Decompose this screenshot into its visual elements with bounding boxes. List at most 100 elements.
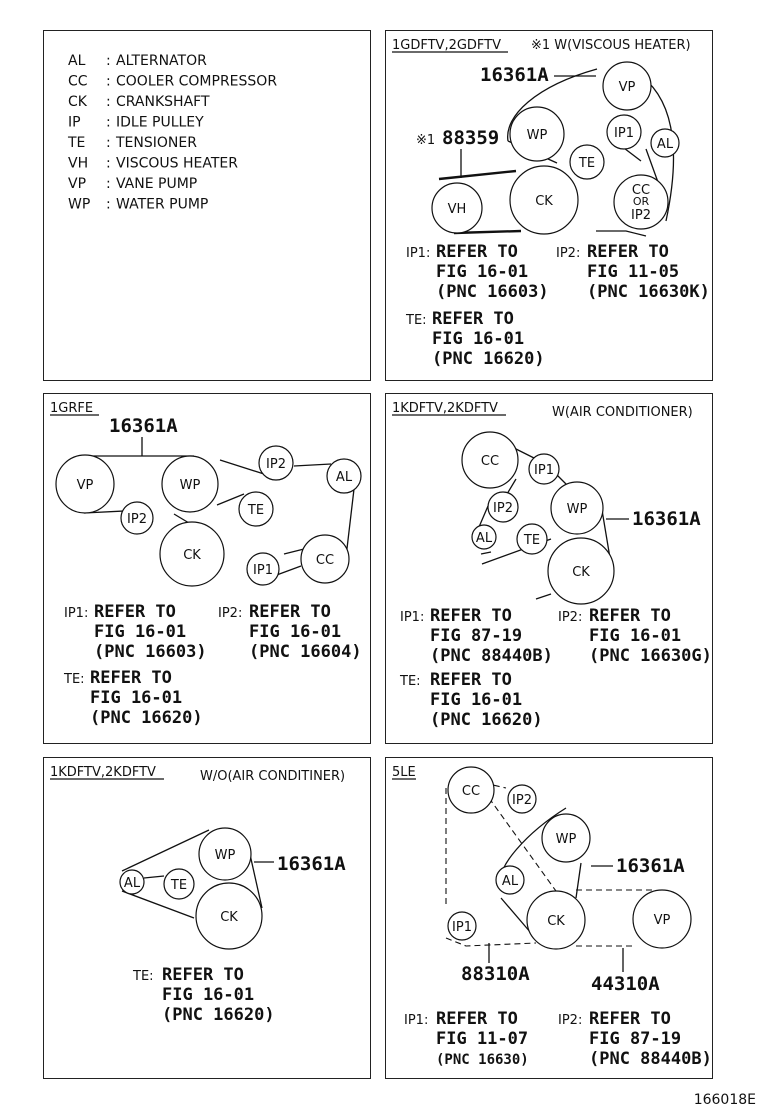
svg-text:IP1: IP1 (534, 463, 554, 478)
svg-text:IP2:: IP2: (558, 610, 582, 625)
legend-name: WATER PUMP (116, 197, 208, 213)
svg-text:(PNC 16630K): (PNC 16630K) (587, 282, 710, 302)
svg-text:CC: CC (316, 553, 334, 568)
svg-text:FIG 11-05: FIG 11-05 (587, 262, 679, 282)
legend-name: COOLER COMPRESSOR (116, 74, 277, 90)
ref-ip2: IP2: REFER TO FIG 16-01 (PNC 16630G) (558, 606, 712, 666)
svg-text:(PNC 16603): (PNC 16603) (94, 642, 207, 662)
svg-text:VP: VP (654, 913, 671, 928)
engine-header: 1GRFE (50, 401, 93, 416)
svg-text:FIG 16-01: FIG 16-01 (162, 985, 254, 1005)
legend-panel: AL : ALTERNATOR CC : COOLER COMPRESSOR C… (43, 30, 371, 381)
svg-text:AL: AL (502, 874, 519, 889)
pulley-vp: VP (602, 61, 652, 111)
svg-text:IP2:: IP2: (558, 1013, 582, 1028)
svg-text:REFER TO: REFER TO (430, 606, 512, 626)
pulley-al: AL (650, 128, 680, 158)
legend-name: VISCOUS HEATER (116, 156, 238, 172)
pulley-te: TE (516, 523, 548, 555)
ref-ip1: IP1: REFER TO FIG 87-19 (PNC 88440B) (400, 606, 553, 666)
svg-text::: : (106, 115, 111, 131)
engine-header: 1KDFTV,2KDFTV (50, 765, 156, 780)
svg-text:CC: CC (462, 784, 480, 799)
svg-text:REFER TO: REFER TO (94, 602, 176, 622)
svg-text:REFER TO: REFER TO (432, 309, 514, 329)
part-number: 88310A (461, 963, 530, 985)
svg-text:REFER TO: REFER TO (589, 606, 671, 626)
legend-name: CRANKSHAFT (116, 94, 210, 110)
ref-te: TE: REFER TO FIG 16-01 (PNC 16620) (132, 965, 275, 1025)
pulley-ck: CK (526, 890, 586, 950)
pulley-te: TE (569, 144, 605, 180)
panel-1kdftv-no-ac: 1KDFTV,2KDFTV W/O(AIR CONDITINER) WP AL … (43, 757, 371, 1079)
belt-44310a (576, 889, 656, 947)
figure-id: 166018E (693, 1092, 756, 1108)
legend-code: IP (68, 115, 81, 131)
pulley-al: AL (471, 524, 497, 550)
svg-text::: : (106, 74, 111, 90)
svg-text:IP1:: IP1: (406, 246, 430, 261)
svg-text:CK: CK (535, 194, 553, 209)
svg-text:TE: TE (523, 533, 540, 548)
svg-text:REFER TO: REFER TO (436, 1009, 518, 1029)
part-number: 88359 (442, 127, 499, 149)
ref-ip2: IP2: REFER TO FIG 16-01 (PNC 16604) (218, 602, 362, 662)
pulley-ip1: IP1 (606, 114, 642, 150)
svg-text:VP: VP (77, 478, 94, 493)
svg-text:FIG 87-19: FIG 87-19 (589, 1029, 681, 1049)
svg-text:FIG 16-01: FIG 16-01 (94, 622, 186, 642)
svg-text:TE:: TE: (399, 674, 421, 689)
svg-text:(PNC 16604): (PNC 16604) (249, 642, 362, 662)
svg-text:REFER TO: REFER TO (436, 242, 518, 262)
svg-text:CK: CK (547, 914, 565, 929)
svg-text:(PNC 88440B): (PNC 88440B) (589, 1049, 712, 1069)
pulley-al: AL (119, 869, 145, 895)
pulley-wp: WP (509, 106, 565, 162)
svg-text:REFER TO: REFER TO (249, 602, 331, 622)
ref-te: TE: REFER TO FIG 16-01 (PNC 16620) (405, 309, 545, 369)
ref-ip1: IP1: REFER TO FIG 11-07 (PNC 16630) (404, 1009, 529, 1068)
svg-text::: : (106, 94, 111, 110)
pulley-te: TE (238, 491, 274, 527)
svg-text:TE: TE (247, 503, 264, 518)
pulley-al: AL (495, 865, 525, 895)
panel-5le: 5LE CC IP2 WP AL CK VP IP1 16361A 88310A… (385, 757, 713, 1079)
svg-text:IP2: IP2 (127, 512, 147, 527)
svg-text:FIG 16-01: FIG 16-01 (432, 329, 524, 349)
legend-code: VP (68, 176, 86, 192)
panel-1grfe: 1GRFE VP WP IP2 AL IP2 TE CK IP1 CC 1636… (43, 393, 371, 744)
svg-text:(PNC 16630): (PNC 16630) (436, 1052, 529, 1068)
condition-note: W(AIR CONDITIONER) (552, 405, 693, 420)
svg-text:IP2: IP2 (631, 208, 651, 223)
pulley-te: TE (163, 868, 195, 900)
svg-text:VH: VH (448, 202, 467, 217)
pulley-ip1: IP1 (528, 453, 560, 485)
svg-text:FIG 16-01: FIG 16-01 (589, 626, 681, 646)
pulley-cc: CC (300, 534, 350, 584)
pulley-vh: VH (431, 182, 483, 234)
svg-text:IP2:: IP2: (218, 606, 242, 621)
svg-text:IP1: IP1 (253, 563, 273, 578)
svg-text:(PNC 16620): (PNC 16620) (90, 708, 203, 728)
svg-text::: : (106, 135, 111, 151)
svg-text:REFER TO: REFER TO (90, 668, 172, 688)
pulley-wp: WP (541, 813, 591, 863)
svg-text:OR: OR (633, 195, 650, 208)
svg-text::: : (106, 176, 111, 192)
legend: AL : ALTERNATOR CC : COOLER COMPRESSOR C… (67, 53, 277, 213)
ref-ip1: IP1: REFER TO FIG 16-01 (PNC 16603) (406, 242, 549, 302)
svg-text:WP: WP (527, 128, 548, 143)
pulley-ip1: IP1 (246, 552, 280, 586)
svg-text:TE:: TE: (63, 672, 85, 687)
legend-code: TE (67, 135, 85, 151)
svg-text::: : (106, 156, 111, 172)
svg-text:IP2: IP2 (493, 501, 513, 516)
svg-text:CC: CC (632, 183, 650, 198)
svg-text:WP: WP (567, 502, 588, 517)
part-number: 16361A (277, 853, 346, 875)
part-number: 44310A (591, 973, 660, 995)
svg-text:FIG 16-01: FIG 16-01 (90, 688, 182, 708)
svg-text:IP1:: IP1: (400, 610, 424, 625)
pulley-cc: CC (461, 431, 519, 489)
svg-text:TE:: TE: (132, 969, 154, 984)
